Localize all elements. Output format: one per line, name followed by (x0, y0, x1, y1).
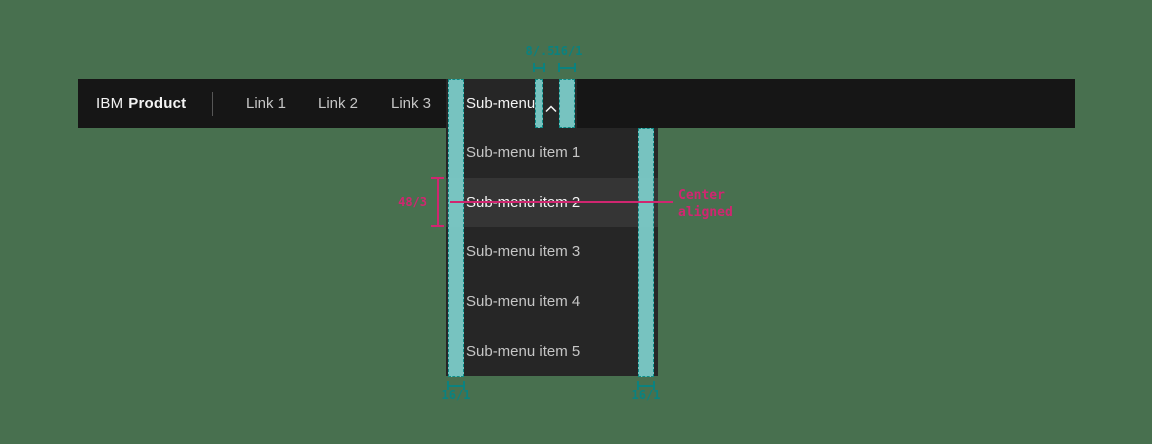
spacing-label-dropdown-left: 16/1 (441, 388, 471, 402)
submenu-dropdown: Sub-menu item 1 Sub-menu item 2 Sub-menu… (446, 128, 658, 376)
submenu-item-5[interactable]: Sub-menu item 5 (466, 342, 581, 360)
submenu-item-1[interactable]: Sub-menu item 1 (466, 144, 581, 162)
center-align-label: Center aligned (678, 188, 733, 220)
header-divider (212, 92, 213, 116)
spacing-bar-text-icon-gap (535, 79, 543, 128)
chevron-up-icon (545, 100, 557, 113)
brand-prefix: IBM (96, 95, 124, 112)
nav-link-1[interactable]: Link 1 (246, 95, 287, 112)
spacing-label-right-padding: 16/1 (553, 44, 583, 58)
measure-beam-dropdown-left (447, 381, 465, 390)
submenu-item-4[interactable]: Sub-menu item 4 (466, 293, 581, 311)
nav-link-3[interactable]: Link 3 (391, 95, 432, 112)
item-height-bracket (431, 177, 444, 227)
submenu-trigger-label: Sub-menu (466, 95, 536, 112)
item-height-label: 48/3 (398, 195, 427, 209)
spacing-bar-dropdown-right-padding (638, 128, 654, 377)
measure-beam-right-padding (558, 63, 576, 72)
measure-beam-dropdown-right (637, 381, 655, 390)
submenu-item-3[interactable]: Sub-menu item 3 (466, 243, 581, 261)
spacing-label-dropdown-right: 16/1 (631, 388, 661, 402)
spacing-bar-trigger-right-padding (559, 79, 575, 128)
spacing-bar-left-padding (448, 79, 464, 377)
center-align-line (450, 201, 673, 203)
submenu-trigger[interactable]: Sub-menu (446, 79, 577, 128)
spacing-label-gap: 8/.5 (525, 44, 555, 58)
measure-beam-gap (533, 63, 545, 72)
brand-product-name: Product (128, 95, 187, 112)
nav-link-2[interactable]: Link 2 (318, 95, 359, 112)
